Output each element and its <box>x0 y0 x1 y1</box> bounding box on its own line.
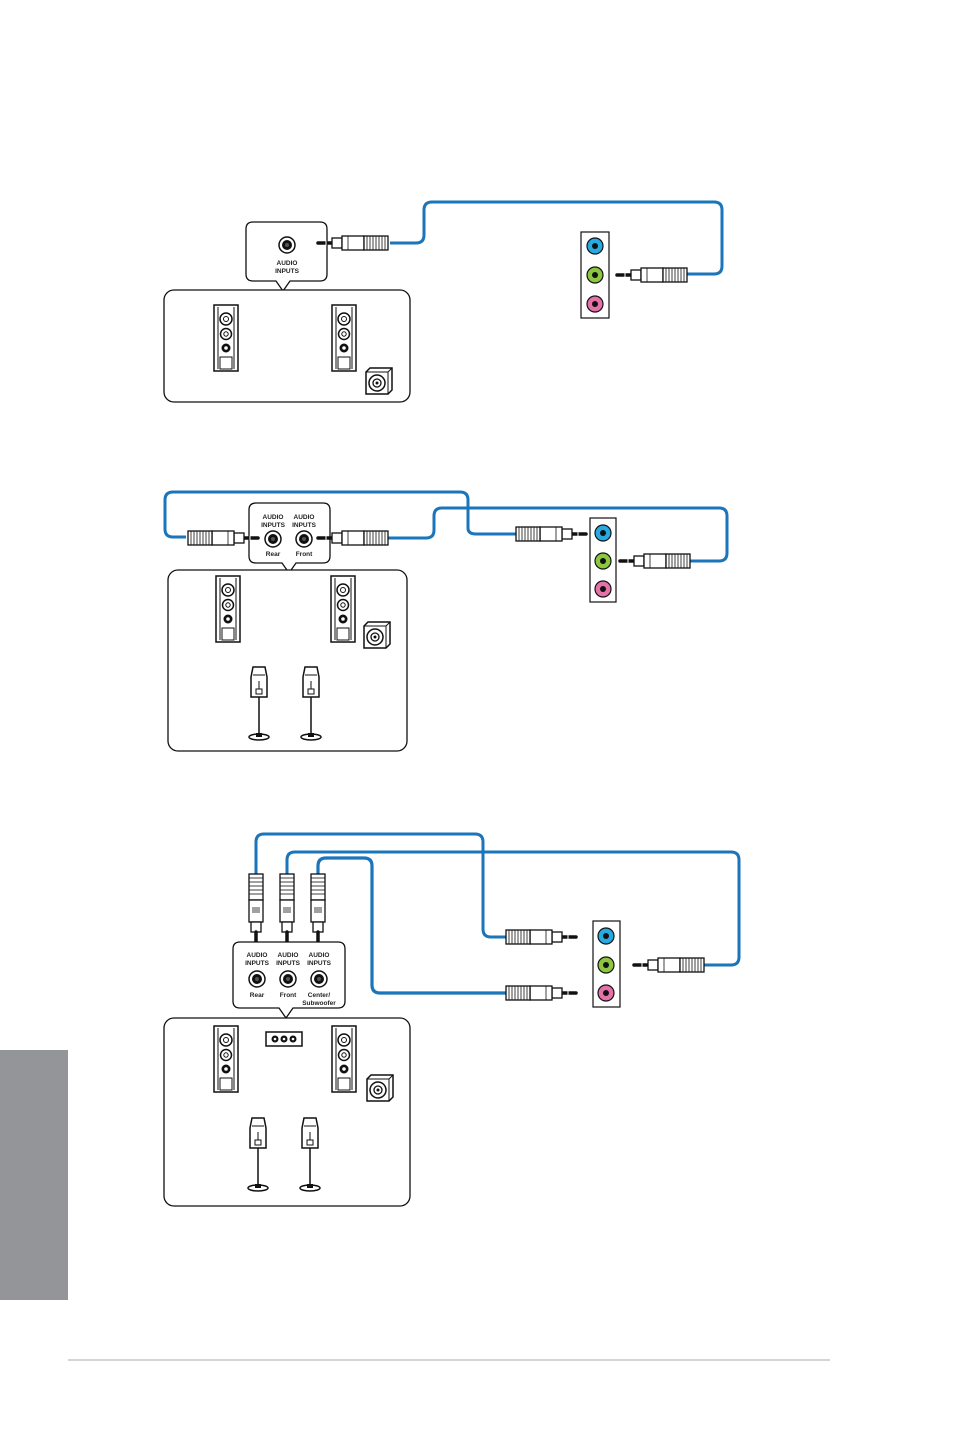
front-caption: Front <box>280 992 297 999</box>
speaker-group-box <box>168 570 407 751</box>
subwoofer-icon <box>366 368 392 394</box>
front-right-speaker-icon <box>331 576 355 642</box>
front-input-jack <box>296 531 312 547</box>
rear-speaker-plug <box>188 531 258 545</box>
front-cable <box>287 852 739 965</box>
front-left-speaker-icon <box>214 1026 238 1092</box>
front-speaker-plug <box>280 874 294 944</box>
subwoofer-icon <box>364 622 390 648</box>
diagram-3-5-1: AUDIO INPUTS Rear AUDIO INPUTS Front AUD… <box>164 834 739 1206</box>
subwoofer-caption: Subwoofer <box>302 1000 336 1007</box>
rear-audio-inputs-label: AUDIO <box>263 514 284 521</box>
pc-center-plug <box>506 986 576 1000</box>
audio-inputs-box <box>246 222 327 291</box>
front-left-speaker-icon <box>216 576 240 642</box>
left-speaker-icon <box>214 305 238 371</box>
center-subwoofer-cable <box>318 858 506 993</box>
cable <box>390 202 722 274</box>
center-input-jack <box>311 971 327 987</box>
front-audio-inputs-label-2: INPUTS <box>276 960 301 967</box>
speaker-plug <box>318 236 388 250</box>
center-audio-inputs-label-2: INPUTS <box>307 960 332 967</box>
audio-inputs-label: AUDIO <box>277 260 298 267</box>
front-input-jack <box>280 971 296 987</box>
audio-input-jack <box>279 237 295 253</box>
pc-front-plug <box>620 554 690 568</box>
rear-audio-inputs-label-2: INPUTS <box>261 522 286 529</box>
center-speaker-plug <box>311 874 325 944</box>
diagram-1-stereo: AUDIO INPUTS <box>164 202 722 402</box>
front-audio-inputs-label-2: INPUTS <box>292 522 317 529</box>
pc-front-plug <box>634 958 704 972</box>
rear-input-jack <box>265 531 281 547</box>
rear-cable <box>165 492 516 537</box>
rear-input-jack <box>249 971 265 987</box>
front-caption: Front <box>296 551 313 558</box>
pc-rear-plug <box>506 930 576 944</box>
pc-rear-plug <box>516 527 586 541</box>
audio-inputs-label-2: INPUTS <box>275 268 300 275</box>
rear-caption: Rear <box>250 992 265 999</box>
front-right-speaker-icon <box>332 1026 356 1092</box>
subwoofer-icon <box>367 1075 393 1101</box>
front-audio-inputs-label: AUDIO <box>294 514 315 521</box>
rear-audio-inputs-label-2: INPUTS <box>245 960 270 967</box>
right-speaker-icon <box>332 305 356 371</box>
front-audio-inputs-label: AUDIO <box>278 952 299 959</box>
rear-speaker-plug <box>249 874 263 944</box>
rear-audio-inputs-label: AUDIO <box>247 952 268 959</box>
pc-plug <box>617 268 687 282</box>
center-speaker-icon <box>266 1032 302 1046</box>
rear-caption: Rear <box>266 551 281 558</box>
diagram-2-quad: AUDIO INPUTS Rear AUDIO INPUTS Front <box>165 492 727 751</box>
center-caption: Center/ <box>308 992 331 999</box>
center-audio-inputs-label: AUDIO <box>309 952 330 959</box>
